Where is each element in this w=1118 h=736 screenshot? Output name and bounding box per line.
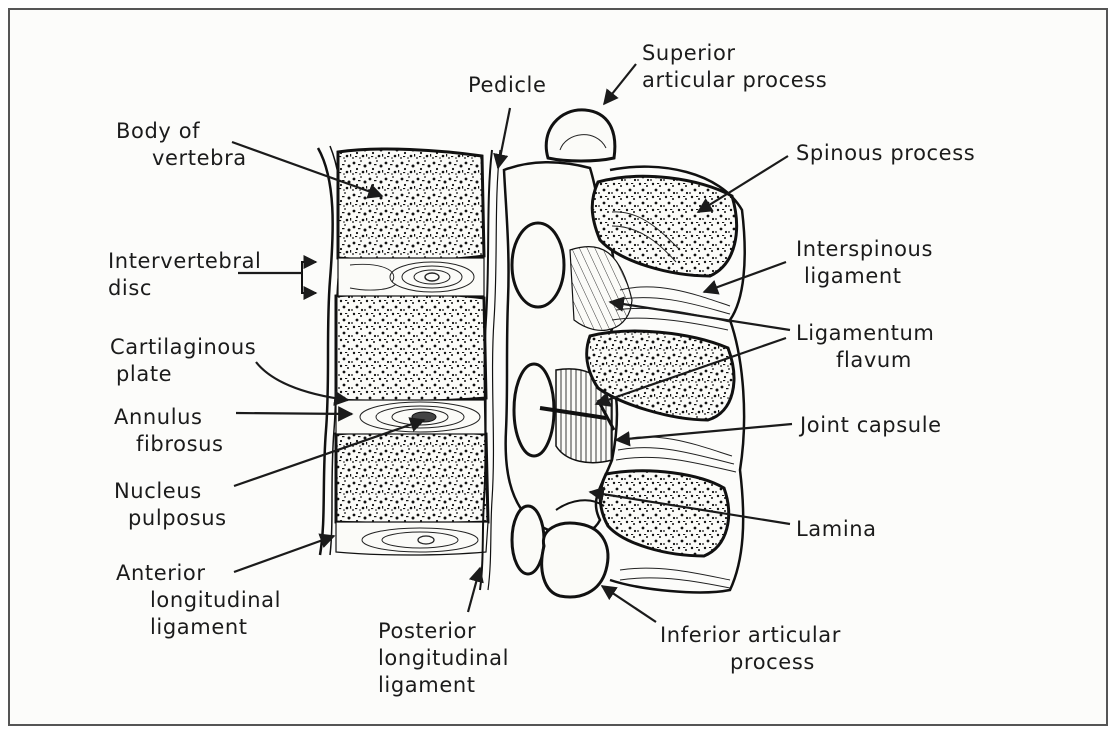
leader-joint-capsule (616, 424, 792, 440)
leader-inferior-articular-process (602, 586, 656, 622)
foramen-lower (512, 506, 544, 574)
label-inferior-articular-process: Inferior articular process (660, 622, 841, 676)
intervertebral-disc-upper (338, 258, 484, 296)
label-nucleus-pulposus: Nucleus pulposus (114, 478, 227, 532)
anterior-longitudinal-ligament-shape (318, 148, 333, 555)
label-joint-capsule: Joint capsule (800, 412, 942, 439)
vertebral-body-lower (336, 431, 488, 524)
vertebral-body-upper (338, 149, 484, 261)
intervertebral-disc-lower (336, 522, 488, 555)
foramen-upper (512, 223, 564, 307)
ligamentum-flavum-shape (570, 247, 632, 331)
label-interspinous-ligament: Interspinous ligament (796, 236, 933, 290)
label-body-of-vertebra: Body of vertebra (116, 118, 247, 172)
disc-bracket (302, 262, 316, 293)
leader-posterior-longitudinal-ligament (468, 568, 480, 612)
label-annulus-fibrosus: Annulus fibrosus (114, 404, 224, 458)
label-superior-articular-process: Superior articular process (642, 40, 827, 94)
inferior-articular-process-shape (542, 523, 608, 597)
label-lamina: Lamina (796, 516, 877, 543)
leader-cartilaginous-plate (256, 362, 348, 400)
leader-superior-articular-process (604, 64, 636, 104)
label-ligamentum-flavum: Ligamentum flavum (796, 320, 934, 374)
vertebral-body-middle (336, 293, 486, 401)
superior-articular-process-shape (546, 110, 615, 161)
spinous-process-lower (600, 471, 728, 556)
leader-spinous-process (698, 156, 788, 212)
label-posterior-longitudinal-ligament: Posterior longitudinal ligament (378, 618, 509, 699)
leader-annulus-fibrosus (236, 413, 352, 414)
label-intervertebral-disc: Intervertebral disc (108, 248, 262, 302)
intervertebral-disc-middle (336, 400, 486, 434)
label-pedicle: Pedicle (468, 72, 547, 99)
label-spinous-process: Spinous process (796, 140, 975, 167)
label-anterior-longitudinal-ligament: Anterior longitudinal ligament (116, 560, 281, 641)
label-cartilaginous-plate: Cartilaginous plate (110, 334, 256, 388)
leader-pedicle (498, 108, 510, 168)
